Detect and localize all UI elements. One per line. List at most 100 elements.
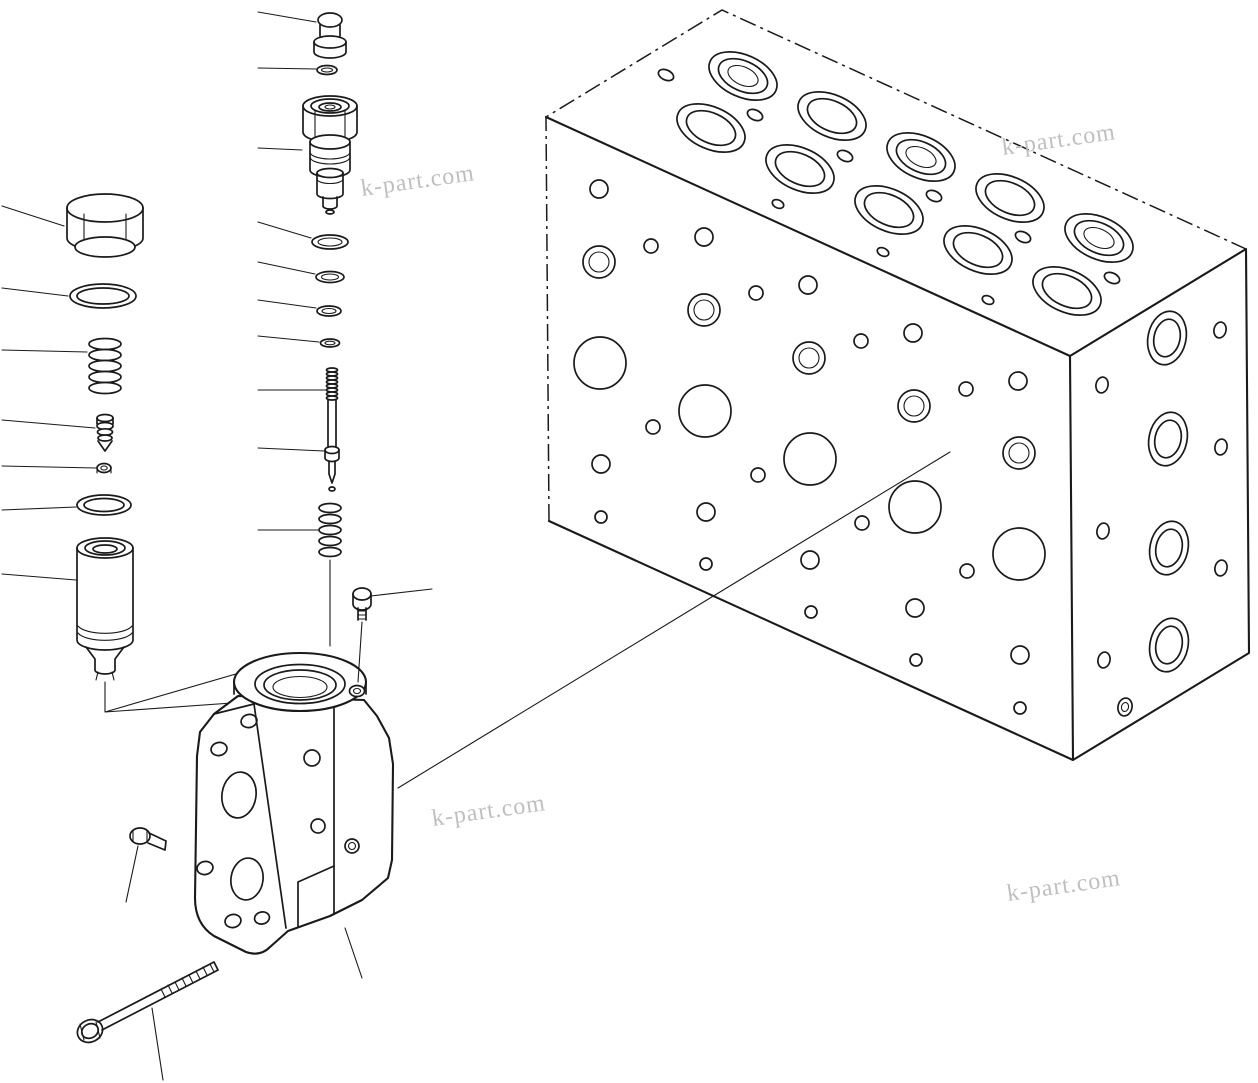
- port-hole: [1008, 371, 1028, 391]
- port-hole: [1214, 559, 1228, 577]
- bore-hole: [774, 150, 826, 188]
- valve-block-edges: [544, 115, 1251, 762]
- port-hole: [582, 245, 616, 279]
- flange-slot: [230, 857, 264, 901]
- port-hole: [1117, 697, 1133, 717]
- flange-slot: [221, 771, 257, 819]
- spring-coil: [318, 524, 342, 536]
- port-hole: [836, 149, 854, 163]
- o-ring-inner: [76, 287, 130, 305]
- bore-hole: [975, 173, 1045, 223]
- port-hole: [693, 299, 715, 321]
- spring: [88, 337, 122, 395]
- port-hole: [678, 384, 732, 438]
- watermark-text: k-part.com: [359, 160, 476, 202]
- end-cover-housing: [193, 651, 395, 979]
- port-hole: [903, 395, 925, 417]
- watermark-text: k-part.com: [1000, 119, 1117, 161]
- front-face-ports: [573, 179, 1046, 715]
- o-ring-inner: [317, 237, 343, 247]
- bore-hole: [1148, 617, 1190, 673]
- port-hole: [771, 198, 785, 210]
- port-hole: [800, 550, 820, 570]
- o-ring-medium: [76, 494, 132, 516]
- housing-face-hole: [310, 818, 326, 834]
- port-hole: [853, 333, 869, 349]
- poppet-top: [96, 413, 114, 423]
- poppet-coil: [97, 434, 113, 442]
- return-spring: [318, 502, 342, 558]
- o-ring-large: [69, 283, 137, 309]
- port-hole: [687, 293, 721, 327]
- bore-hole: [886, 132, 956, 182]
- valve-sleeve: [76, 537, 134, 681]
- o-ring-inner: [83, 497, 125, 513]
- nut-body: [96, 462, 112, 474]
- cap-screw-top: [352, 587, 433, 683]
- port-hole: [876, 246, 890, 258]
- screw-leader-line: [125, 845, 139, 903]
- cartridge-bore: [310, 98, 350, 114]
- valve-block-front-face: [546, 117, 1073, 760]
- mounting-bolt: [76, 961, 219, 1081]
- port-hole: [909, 653, 923, 667]
- port-hole: [696, 502, 716, 522]
- o-ring-inner: [320, 67, 334, 73]
- spring-coil: [318, 502, 342, 514]
- bore-hole: [685, 109, 737, 147]
- lock-nut: [96, 462, 112, 474]
- bore-hole: [717, 57, 769, 95]
- port-hole: [804, 605, 818, 619]
- spring-coil: [318, 513, 342, 525]
- sleeve-legs: [95, 671, 115, 681]
- relief-valve-stack: [66, 193, 285, 713]
- port-hole: [643, 238, 659, 254]
- hex-plug: [66, 193, 144, 258]
- washer-inner: [320, 273, 340, 281]
- flange-hole: [210, 741, 228, 757]
- washer: [315, 270, 345, 284]
- bolt-leader-line: [151, 1007, 164, 1081]
- port-hole: [992, 527, 1046, 581]
- housing-body: [193, 694, 395, 955]
- cartridge-bore: [324, 104, 336, 110]
- bolt-threads: [160, 963, 215, 998]
- bolt-shaft: [97, 961, 219, 1031]
- port-hole: [694, 227, 714, 247]
- flange-fold-edge: [213, 703, 287, 929]
- leader-lines-left-column: [1, 205, 97, 581]
- plug-dome: [317, 12, 343, 28]
- watermark-text: k-part.com: [430, 790, 547, 832]
- sleeve-body: [76, 547, 134, 651]
- bore-hole: [1146, 310, 1188, 366]
- bore-hole: [708, 51, 778, 101]
- bore-hole: [895, 138, 947, 176]
- cartridge-nose: [322, 196, 338, 210]
- housing-bore: [272, 675, 328, 699]
- assembly-reference-line: [397, 451, 951, 789]
- top-face-bores: [657, 51, 1134, 316]
- spring-coil: [88, 348, 122, 362]
- valve-block-section-edges: [545, 9, 1247, 522]
- plug-base-side: [313, 41, 347, 59]
- housing-leader-line: [344, 927, 363, 979]
- o-ring: [316, 305, 342, 317]
- cap-screw-side: [125, 827, 167, 903]
- spring-coil: [88, 337, 122, 351]
- boss-bolt-hole-inner: [352, 687, 362, 695]
- port-hole: [645, 419, 661, 435]
- plug-neck: [319, 24, 341, 37]
- bore-hole: [676, 103, 746, 153]
- bore-hole: [765, 144, 835, 194]
- cartridge-grooves: [309, 151, 351, 165]
- housing-face-hole: [344, 838, 360, 854]
- spring-coil: [88, 370, 122, 384]
- bore-hole: [905, 145, 937, 169]
- cartridge-bore: [318, 102, 342, 112]
- bore-hole: [1148, 520, 1190, 576]
- port-hole: [1008, 442, 1030, 464]
- bore-hole: [1153, 419, 1183, 459]
- needle-rod: [324, 367, 340, 492]
- bore-hole: [1147, 411, 1189, 467]
